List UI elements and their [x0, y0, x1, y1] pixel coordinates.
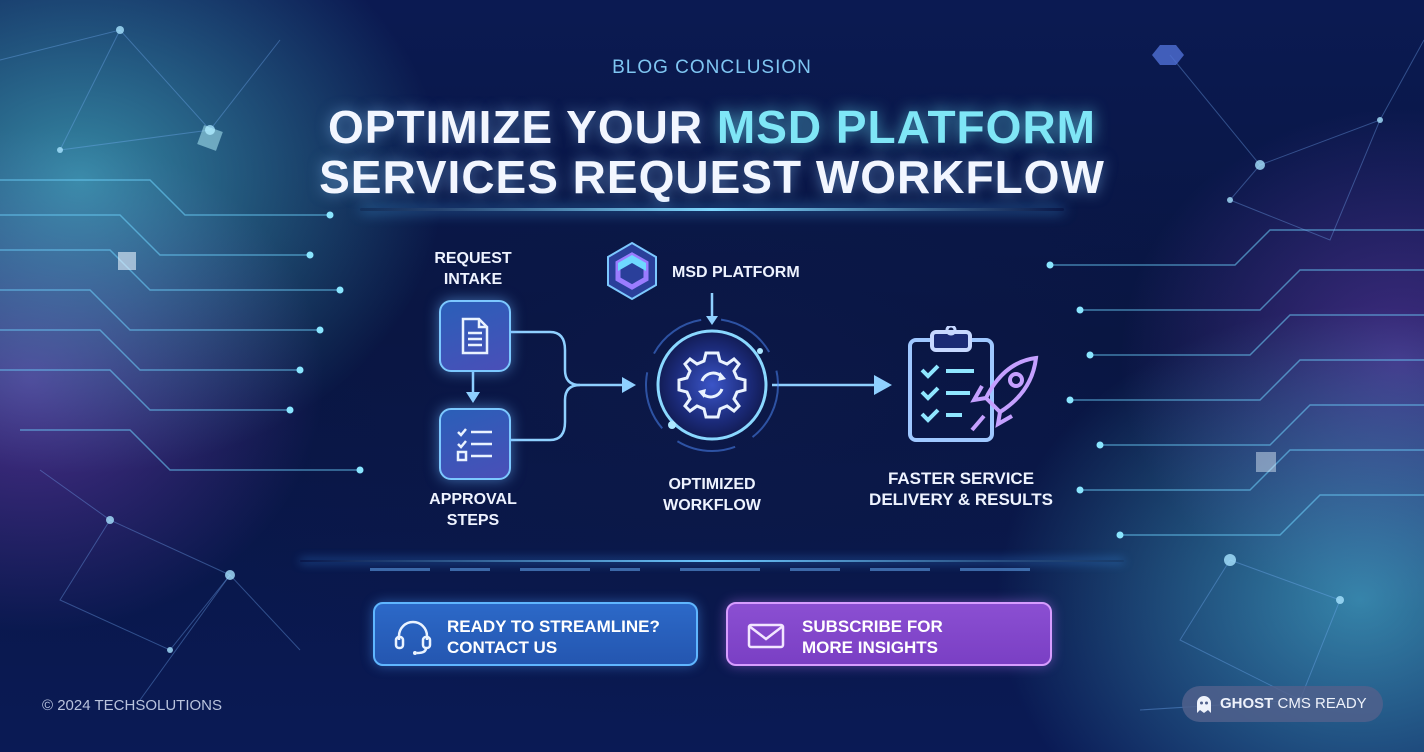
- title-divider: [360, 208, 1064, 211]
- msd-platform-label: MSD PLATFORM: [672, 264, 800, 281]
- results-label: FASTER SERVICE DELIVERY & RESULTS: [850, 468, 1072, 510]
- results-line2: DELIVERY & RESULTS: [869, 490, 1053, 509]
- headset-icon: [394, 620, 432, 655]
- request-intake-tile: [439, 300, 511, 372]
- approval-steps-label: APPROVAL STEPS: [403, 489, 543, 531]
- ghost-icon: [1197, 696, 1211, 713]
- gear-sync-icon: [645, 318, 779, 452]
- envelope-icon: [747, 623, 785, 649]
- contact-line1: READY TO STREAMLINE?: [447, 617, 660, 636]
- subscribe-line1: SUBSCRIBE FOR: [802, 617, 943, 636]
- contact-us-button[interactable]: READY TO STREAMLINE? CONTACT US: [373, 602, 698, 666]
- contact-line2: CONTACT US: [447, 638, 558, 657]
- ghost-badge-bold: GHOST: [1220, 695, 1274, 712]
- optimized-workflow-label: OPTIMIZED WORKFLOW: [632, 474, 792, 516]
- ghost-badge-rest: CMS READY: [1273, 695, 1367, 712]
- ghost-badge-text: GHOST CMS READY: [1220, 695, 1367, 712]
- ghost-cms-badge: GHOST CMS READY: [1182, 686, 1383, 722]
- document-icon: [461, 317, 489, 355]
- contact-us-text: READY TO STREAMLINE? CONTACT US: [447, 616, 660, 658]
- optimized-workflow-line1: OPTIMIZED: [668, 476, 756, 493]
- title-prefix: OPTIMIZE YOUR: [328, 101, 717, 153]
- hexagon-logo-icon: [607, 241, 657, 301]
- title-accent: MSD PLATFORM: [716, 101, 1096, 153]
- page-title-line2: SERVICES REQUEST WORKFLOW: [319, 151, 1105, 203]
- clipboard-rocket-icon: [908, 326, 1039, 442]
- approval-steps-tile: [439, 408, 511, 480]
- blog-conclusion-eyebrow: BLOG CONCLUSION: [612, 57, 812, 78]
- request-intake-line2: INTAKE: [443, 271, 503, 288]
- request-intake-label: REQUEST INTAKE: [413, 248, 533, 290]
- optimized-workflow-line2: WORKFLOW: [663, 497, 761, 514]
- approval-steps-line2: STEPS: [446, 512, 500, 529]
- subscribe-text: SUBSCRIBE FOR MORE INSIGHTS: [802, 616, 943, 658]
- copyright-text: © 2024 TECHSOLUTIONS: [42, 697, 222, 714]
- results-line1: FASTER SERVICE: [887, 469, 1035, 488]
- request-intake-line1: REQUEST: [434, 250, 512, 267]
- subscribe-button[interactable]: SUBSCRIBE FOR MORE INSIGHTS: [726, 602, 1052, 666]
- checklist-icon: [456, 428, 492, 462]
- approval-steps-line1: APPROVAL: [429, 491, 517, 508]
- section-divider: [300, 560, 1124, 562]
- subscribe-line2: MORE INSIGHTS: [802, 638, 939, 657]
- page-title-line1: OPTIMIZE YOUR MSD PLATFORM: [0, 100, 1424, 154]
